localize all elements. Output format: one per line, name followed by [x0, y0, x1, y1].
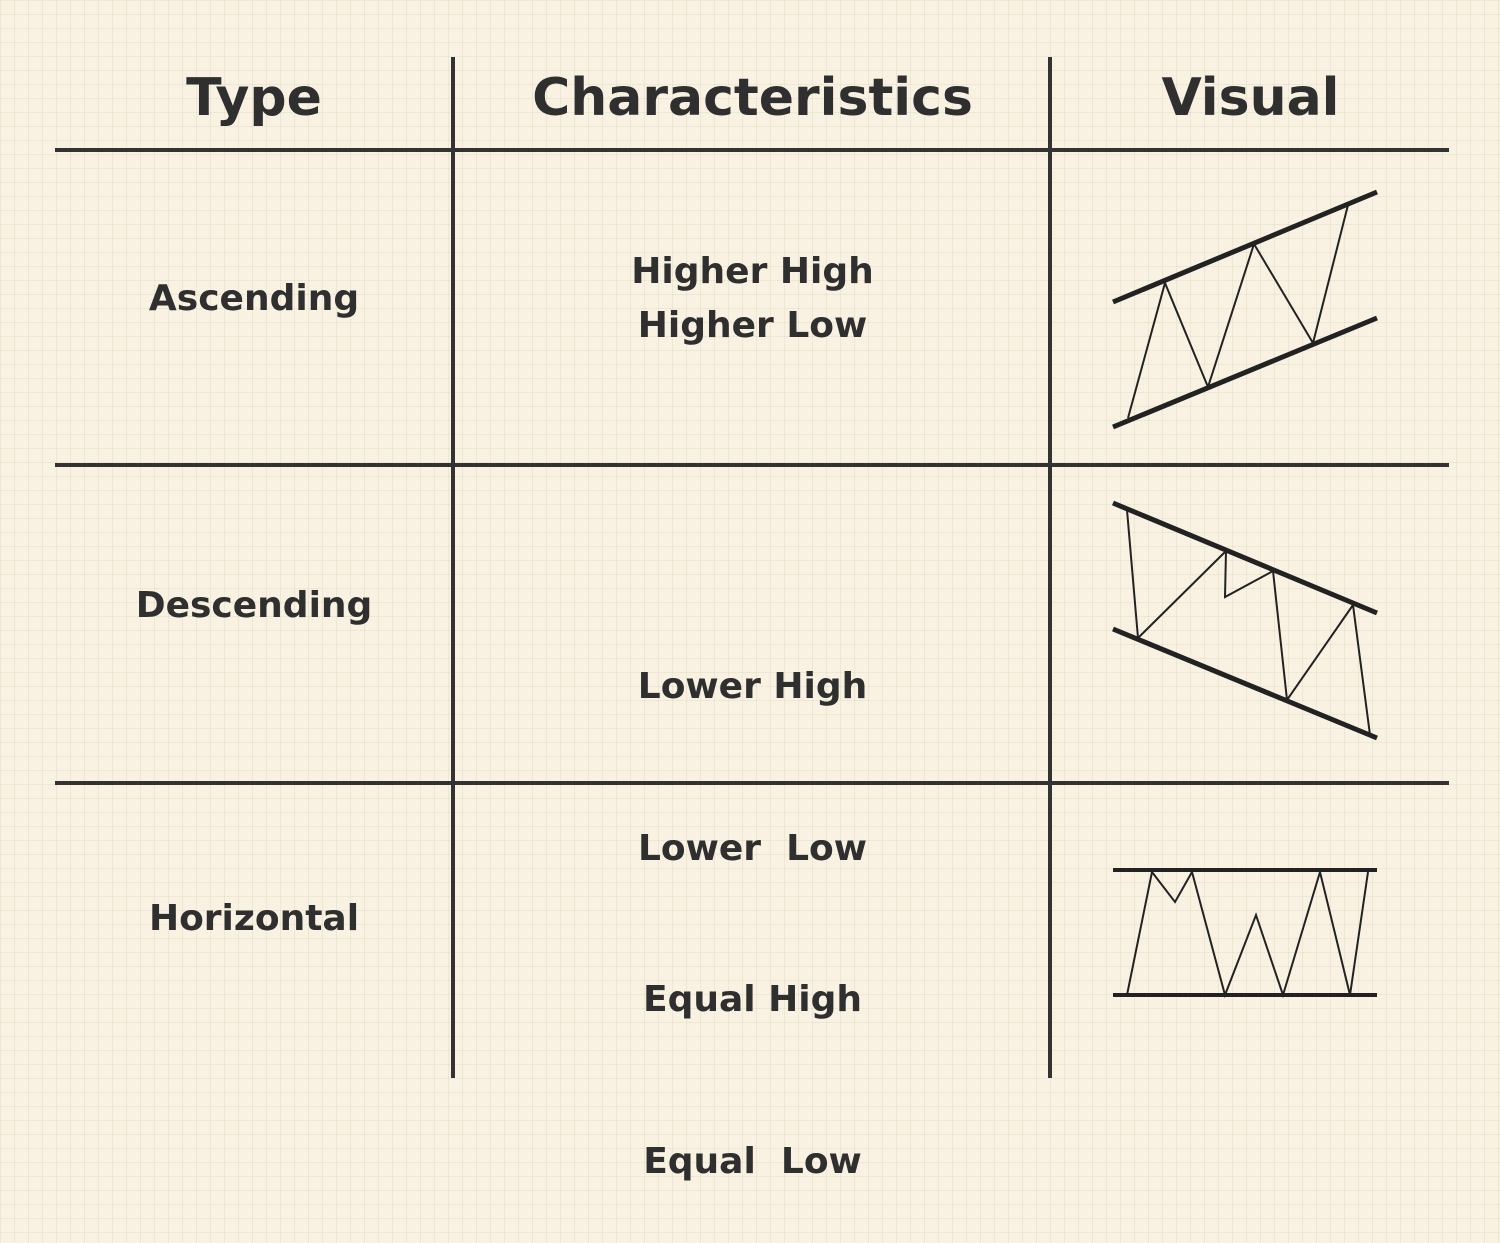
type-ascending: Ascending — [148, 278, 360, 319]
ascending-channel-visual — [1112, 189, 1378, 430]
price-zigzag — [1127, 204, 1349, 419]
type-horizontal: Horizontal — [148, 898, 360, 939]
characteristic-line: Higher High — [631, 251, 874, 292]
header-visual: Visual — [1161, 68, 1340, 128]
horizontal-channel-visual — [1113, 868, 1377, 999]
price-zigzag — [1126, 868, 1369, 999]
characteristics-ascending: Higher High Higher Low — [455, 245, 1050, 353]
column-divider — [1048, 57, 1052, 1078]
characteristic-line: Higher Low — [637, 305, 868, 346]
row-divider — [55, 463, 1449, 467]
characteristics-descending: Lower High Lower Low — [455, 552, 1050, 930]
row-divider — [55, 781, 1449, 785]
characteristic-line: Equal Low — [643, 1141, 862, 1182]
type-descending: Descending — [135, 585, 373, 626]
resistance-line — [1112, 189, 1378, 305]
characteristic-line: Equal High — [642, 979, 863, 1020]
column-divider — [451, 57, 455, 1078]
header-characteristics: Characteristics — [532, 68, 973, 128]
visuals — [1112, 189, 1378, 999]
descending-channel-visual — [1112, 500, 1378, 741]
price-zigzag — [1126, 509, 1371, 736]
header-divider — [55, 148, 1449, 152]
header-type: Type — [186, 68, 322, 128]
resistance-line — [1112, 500, 1378, 616]
characteristic-line: Lower Low — [637, 828, 868, 869]
characteristic-line: Lower High — [637, 666, 868, 707]
support-line — [1112, 626, 1378, 741]
support-line — [1112, 315, 1378, 430]
